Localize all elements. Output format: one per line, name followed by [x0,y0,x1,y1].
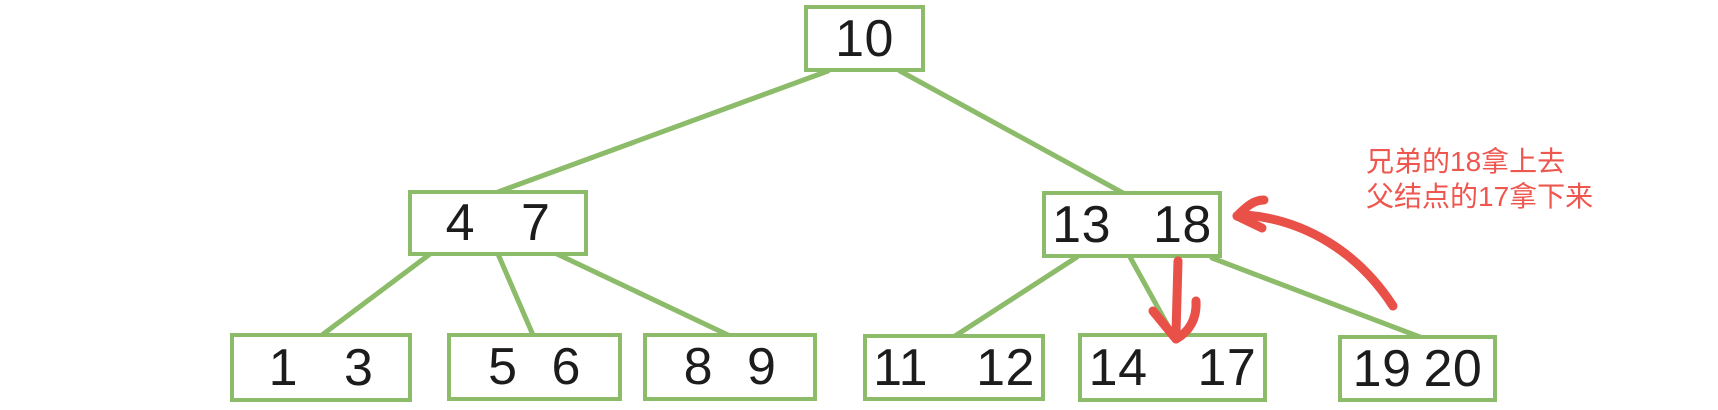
annotation-line-1: 兄弟的18拿上去 [1366,146,1566,177]
tree-node-11-12: 11 12 [863,334,1045,401]
edge-4-7-to-1-3 [319,251,433,338]
curved-arrow-to-node-13-18 [1232,195,1398,311]
node-key: 18 [1153,195,1212,254]
node-key: 5 [488,338,518,396]
tree-node-19-20: 19 20 [1338,335,1497,402]
curved-arrow-barb-lower [1232,211,1267,233]
node-key: 4 [445,194,475,252]
tree-node-13-18: 13 18 [1042,191,1222,258]
annotation-text: 兄弟的18拿上去 父结点的17拿下来 [1366,144,1593,214]
edge-13-18-to-14-17 [1127,254,1176,338]
edge-4-7-to-8-9 [554,251,731,338]
node-key: 6 [551,338,581,396]
node-key: 12 [976,338,1035,397]
node-key: 7 [521,194,551,252]
curved-arrow-barb-upper [1232,195,1269,221]
node-key: 13 [1052,195,1111,254]
tree-node-4-7: 4 7 [408,190,588,256]
tree-node-8-9: 8 9 [643,333,817,401]
tree-node-1-3: 1 3 [230,333,412,402]
curved-arrow-shaft [1241,210,1398,311]
node-key: 8 [683,338,713,396]
down-arrow-shaft [1171,256,1183,338]
edge-13-18-to-11-12 [952,254,1080,339]
node-key: 19 [1352,339,1412,398]
tree-node-14-17: 14 17 [1078,333,1267,402]
node-key: 10 [835,9,894,68]
edge-root-to-4-7 [495,68,831,195]
node-key: 14 [1088,338,1148,397]
edge-4-7-to-5-6 [495,251,536,338]
node-key: 20 [1423,339,1483,398]
edge-root-to-13-18 [897,68,1126,196]
tree-node-10: 10 [804,5,925,72]
edge-13-18-to-19-20 [1209,255,1423,340]
node-key: 9 [747,338,777,396]
down-arrow-to-node-14-17 [1148,256,1201,344]
node-key: 1 [268,338,298,397]
node-key: 3 [344,338,374,397]
node-key: 11 [873,338,929,397]
node-key: 17 [1197,338,1257,397]
tree-node-5-6: 5 6 [447,333,622,401]
annotation-line-2: 父结点的17拿下来 [1366,181,1594,212]
